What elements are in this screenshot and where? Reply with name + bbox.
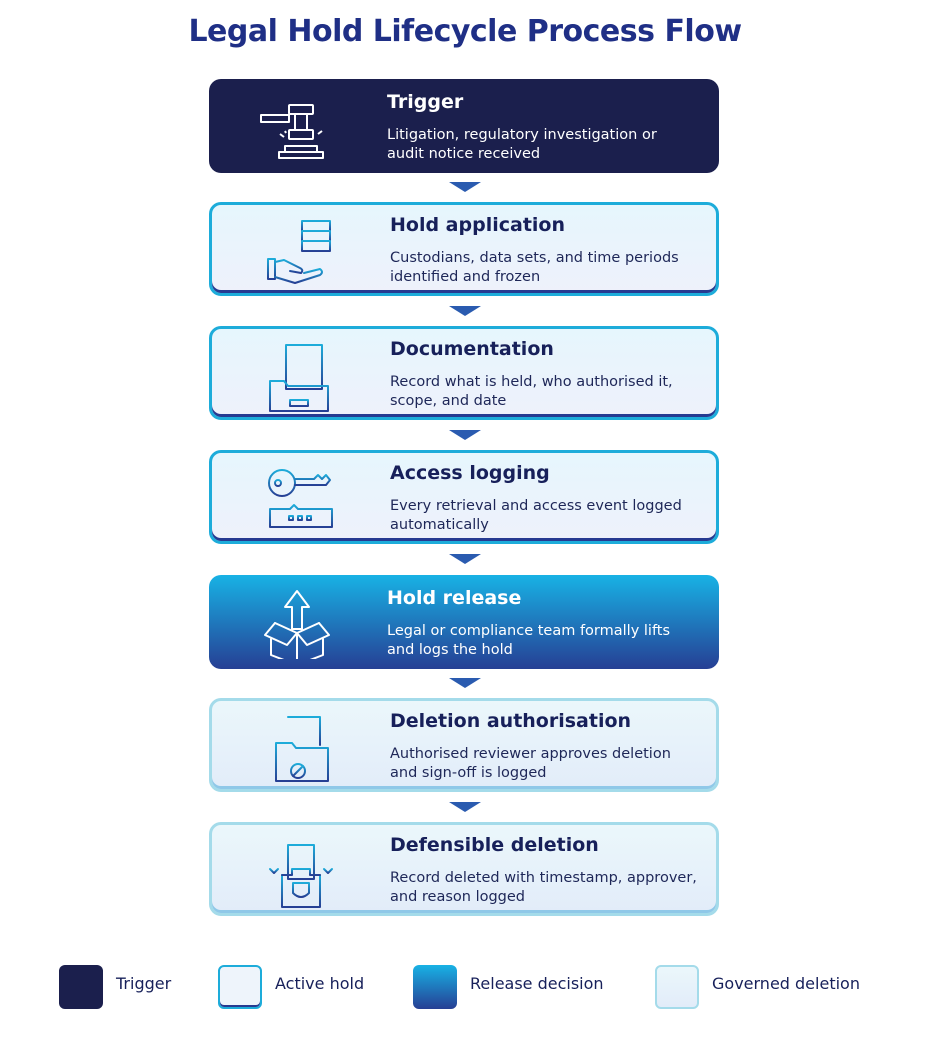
- flow-arrow: [449, 678, 481, 688]
- step-hold-release: Hold release Legal or compliance team fo…: [209, 575, 719, 669]
- step-title: Deletion authorisation: [390, 710, 632, 732]
- hand-holding-server-icon: [260, 215, 336, 289]
- step-title: Hold release: [387, 587, 522, 609]
- document-shield-icon: [260, 835, 336, 909]
- step-description: Record deleted with timestamp, approver,…: [390, 870, 697, 905]
- step-description: Custodians, data sets, and time periods …: [390, 250, 679, 285]
- flow-arrow: [449, 182, 481, 192]
- step-title: Access logging: [390, 462, 550, 484]
- document-folder-icon: [260, 339, 336, 413]
- step-description: Authorised reviewer approves deletion an…: [390, 746, 671, 781]
- step-description: Legal or compliance team formally lifts …: [387, 623, 671, 658]
- step-title: Documentation: [390, 338, 554, 360]
- flow-arrow: [449, 306, 481, 316]
- step-title: Hold application: [390, 214, 565, 236]
- legend-swatch: [218, 965, 262, 1009]
- step-defensible-deletion: Defensible deletion Record deleted with …: [209, 822, 719, 916]
- step-trigger: Trigger Litigation, regulatory investiga…: [209, 79, 719, 173]
- step-deletion-authorisation: Deletion authorisation Authorised review…: [209, 698, 719, 792]
- step-documentation: Documentation Record what is held, who a…: [209, 326, 719, 420]
- legend-label: Release decision: [470, 974, 604, 993]
- legend-swatch: [655, 965, 699, 1009]
- step-access-logging: Access logging Every retrieval and acces…: [209, 450, 719, 544]
- step-title: Defensible deletion: [390, 834, 599, 856]
- step-description: Record what is held, who authorised it, …: [390, 374, 673, 409]
- step-description: Every retrieval and access event logged …: [390, 498, 682, 533]
- folder-delete-approval-icon: [260, 711, 336, 785]
- flow-arrow: [449, 802, 481, 812]
- step-hold-application: Hold application Custodians, data sets, …: [209, 202, 719, 296]
- page-title: Legal Hold Lifecycle Process Flow: [188, 14, 742, 49]
- step-title: Trigger: [387, 91, 464, 113]
- legend-label: Active hold: [275, 974, 365, 993]
- box-arrow-up-icon: [257, 585, 333, 659]
- flow-arrow: [449, 554, 481, 564]
- legend-swatch: [59, 965, 103, 1009]
- legend-label: Trigger: [116, 974, 172, 993]
- flow-arrow: [449, 430, 481, 440]
- step-description: Litigation, regulatory investigation or …: [387, 127, 657, 162]
- gavel-icon: [257, 89, 333, 163]
- legend-label: Governed deletion: [712, 974, 860, 993]
- legend-swatch: [413, 965, 457, 1009]
- key-password-icon: [260, 463, 336, 537]
